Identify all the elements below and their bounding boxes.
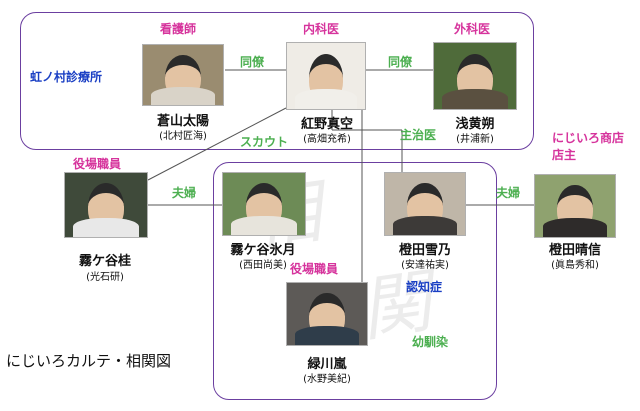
actor-midorikawa: (水野美紀) xyxy=(303,374,351,385)
actor-kirigaya-hizuki: (西田尚美) xyxy=(239,260,287,271)
name-aoyama: 蒼山太陽 xyxy=(156,114,209,129)
body-shape xyxy=(295,326,359,345)
name-kirigaya-kei: 霧ケ谷桂 xyxy=(78,254,131,269)
body-shape xyxy=(442,89,508,109)
village-region xyxy=(213,162,497,400)
role-aoyama: 看護師 xyxy=(160,22,197,36)
clinic-label: 虹ノ村診療所 xyxy=(30,70,103,84)
role-kureno: 内科医 xyxy=(303,22,340,36)
photo-yukino xyxy=(384,172,466,236)
relation-kureno-asagi: 同僚 xyxy=(388,55,413,69)
photo-kirigaya-hizuki xyxy=(222,172,306,236)
body-shape xyxy=(73,217,139,237)
relation-daida-couple: 夫婦 xyxy=(496,186,521,200)
relation-scout: スカウト xyxy=(240,135,289,149)
relation-aoyama-kureno: 同僚 xyxy=(240,55,265,69)
name-harunobu: 橙田晴信 xyxy=(548,243,601,258)
role-kirigaya-kei: 役場職員 xyxy=(73,157,122,171)
role-harunobu: にじいろ商店 店主 xyxy=(552,131,625,162)
actor-kureno: (高畑充希) xyxy=(303,134,351,145)
photo-kureno xyxy=(286,42,366,110)
name-yukino: 橙田雪乃 xyxy=(398,243,451,258)
actor-harunobu: (眞島秀和) xyxy=(551,260,599,271)
actor-yukino: (安達祐実) xyxy=(401,260,449,271)
name-kirigaya-hizuki: 霧ケ谷氷月 xyxy=(230,243,296,258)
actor-aoyama: (北村匠海) xyxy=(159,131,207,142)
body-shape xyxy=(294,89,358,109)
line-scout xyxy=(147,107,287,181)
photo-midorikawa xyxy=(286,282,368,346)
diagram-title: にじいろカルテ・相関図 xyxy=(6,352,172,370)
body-shape xyxy=(393,216,457,235)
actor-kirigaya-kei: (光石研) xyxy=(86,272,124,283)
name-asagi: 浅黄朔 xyxy=(455,117,495,132)
relation-kirigaya-couple: 夫婦 xyxy=(172,186,197,200)
body-shape xyxy=(543,218,607,237)
relation-childhood-friend: 幼馴染 xyxy=(412,335,449,349)
photo-asagi xyxy=(433,42,517,110)
relation-attending: 主治医 xyxy=(400,128,437,142)
photo-aoyama xyxy=(142,44,224,106)
clinic-region xyxy=(20,12,534,150)
body-shape xyxy=(231,216,297,235)
body-shape xyxy=(151,87,215,105)
actor-asagi: (井浦新) xyxy=(456,134,494,145)
role-asagi: 外科医 xyxy=(454,22,491,36)
name-midorikawa: 緑川嵐 xyxy=(307,357,347,372)
photo-kirigaya-kei xyxy=(64,172,148,238)
name-kureno: 紅野真空 xyxy=(300,117,353,132)
relation-dementia: 認知症 xyxy=(406,280,443,294)
role-midorikawa: 役場職員 xyxy=(290,262,339,276)
photo-harunobu xyxy=(534,174,616,238)
